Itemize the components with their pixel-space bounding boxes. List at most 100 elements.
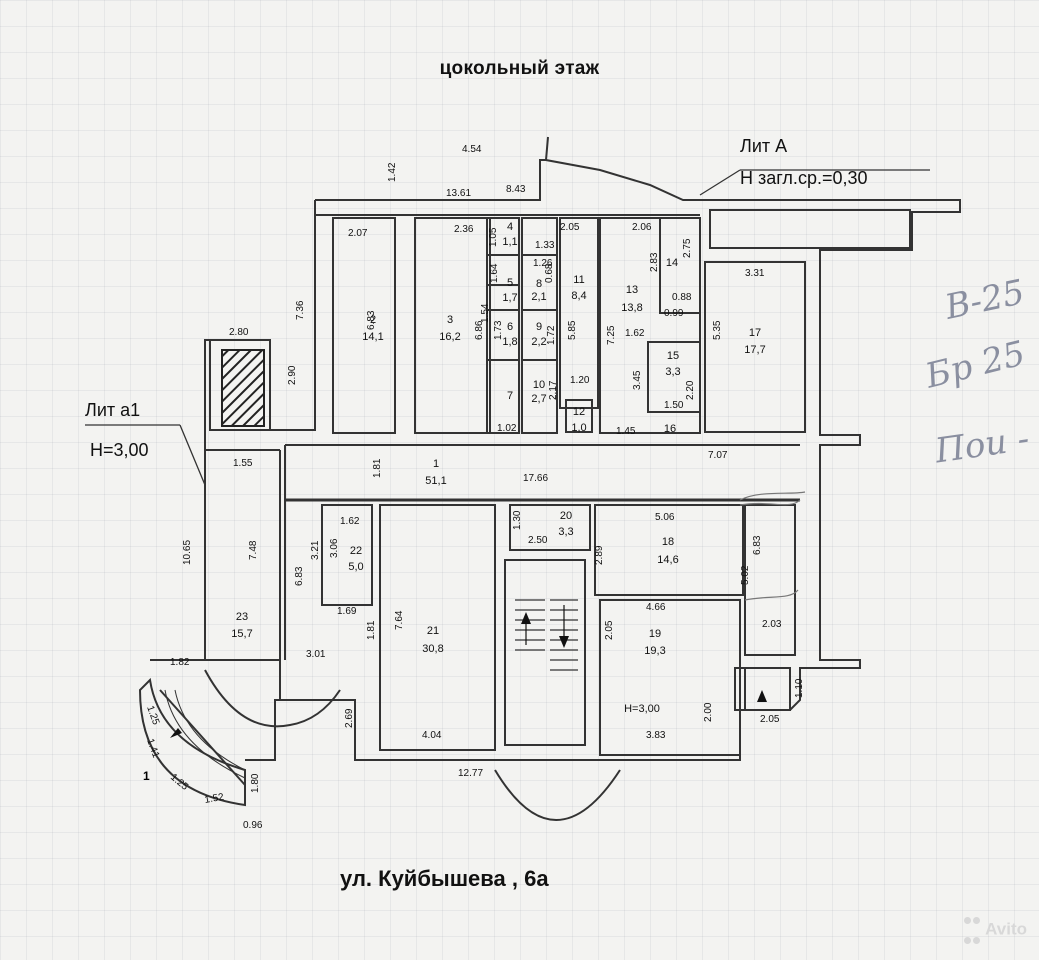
room-2-area: 14,1 [362, 331, 383, 343]
room-17-area: 17,7 [744, 344, 765, 356]
dim: 1.10 [794, 678, 805, 698]
dim: 1.54 [480, 303, 491, 323]
dim: 3.31 [745, 268, 765, 279]
room-8-num: 8 [536, 278, 542, 290]
room-12-num: 12 [573, 406, 585, 418]
dim: 6.83 [752, 535, 763, 555]
dim: 0.99 [664, 308, 684, 319]
room-21-num: 21 [427, 625, 439, 637]
dim: 1.81 [366, 620, 377, 640]
room-5-area: 1,7 [502, 292, 517, 304]
dim: 3.01 [306, 649, 326, 660]
dim: 7.07 [708, 450, 728, 461]
dim: 3.06 [329, 538, 340, 558]
room-3-num: 3 [447, 314, 453, 326]
room-6-area: 1,8 [502, 336, 517, 348]
room-1-area: 51,1 [425, 475, 446, 487]
dim: 1.50 [664, 400, 684, 411]
dim: 2.89 [594, 545, 605, 565]
dim: 1.62 [340, 516, 360, 527]
dim: 1.05 [488, 227, 499, 247]
room-11-num: 11 [573, 274, 584, 286]
room-7-num: 7 [507, 390, 513, 402]
dim: 1.33 [535, 240, 555, 251]
room-11-area: 8,4 [571, 290, 586, 302]
dim: 0.68 [544, 263, 555, 283]
room-22-outline [321, 504, 373, 606]
dim: 10.65 [182, 540, 193, 565]
dim: 7.25 [606, 325, 617, 345]
room-23-num: 23 [236, 611, 248, 623]
dim: 5.85 [567, 320, 578, 340]
dim: 8.43 [506, 184, 526, 195]
dim: 7.48 [248, 540, 259, 560]
dim: 1.80 [250, 773, 261, 793]
room-19-area: 19,3 [644, 645, 665, 657]
dim: 2.05 [760, 714, 780, 725]
room-4-area: 1,1 [502, 236, 517, 248]
watermark: Avito [963, 910, 1027, 950]
room-labels: 2 14,1 3 16,2 4 1,1 5 1,7 6 1,8 7 8 2,1 … [231, 221, 765, 715]
dim: 1.45 [616, 426, 636, 437]
room-3-outline [414, 217, 491, 434]
annex-room-outline [209, 339, 271, 431]
room-20-num: 20 [560, 510, 572, 522]
dim: 7.36 [295, 300, 306, 320]
dim: 1.42 [387, 162, 398, 182]
dim: 1.55 [233, 458, 253, 469]
dim: 6.83 [294, 566, 305, 586]
room-13-area: 13,8 [621, 302, 642, 314]
dim: 1.64 [489, 263, 500, 283]
street-address: ул. Куйбышева , 6а [340, 866, 549, 891]
dim: 1.26 [533, 258, 553, 269]
room-6-num: 6 [507, 321, 513, 333]
room-18-num: 18 [662, 536, 674, 548]
room-2-outline [332, 217, 396, 434]
dim: 12.77 [458, 768, 483, 779]
room-1-num: 1 [433, 458, 439, 470]
room-21-area: 30,8 [422, 643, 443, 655]
dim: 5.02 [740, 565, 751, 585]
dim: 2.03 [762, 619, 782, 630]
room-10-num: 10 [533, 379, 545, 391]
dim: 13.61 [446, 188, 471, 199]
lit-a1-name: Лит а1 [85, 400, 141, 420]
room-5-num: 5 [507, 277, 513, 289]
dim: 1.72 [546, 325, 557, 345]
room-20-area: 3,3 [558, 526, 573, 538]
room-2-num: 2 [370, 314, 376, 326]
room-22-area: 5,0 [348, 561, 363, 573]
room-10-area: 2,7 [531, 393, 546, 405]
dim: 2.69 [344, 708, 355, 728]
room-13-outline [599, 217, 701, 434]
room-17-outline [704, 261, 806, 433]
room-17-num: 17 [749, 327, 761, 339]
room-14-num: 14 [666, 257, 678, 269]
room-15-area: 3,3 [665, 366, 680, 378]
room-8-area: 2,1 [531, 291, 546, 303]
dim: 3.21 [310, 540, 321, 560]
room-12-area: 1,0 [571, 422, 586, 434]
room-20-outline [509, 504, 591, 551]
dim: 7.64 [394, 610, 405, 630]
dim: 4.04 [422, 730, 442, 741]
dim: 1.69 [337, 606, 357, 617]
dim: 2.05 [560, 222, 580, 233]
room-3-area: 16,2 [439, 331, 460, 343]
dim: 1.82 [170, 657, 190, 668]
plan-title: цокольный этаж [439, 58, 600, 79]
dim: 2.90 [287, 365, 298, 385]
room-23-area: 15,7 [231, 628, 252, 640]
dim: 0.96 [243, 820, 263, 831]
dim: 1.25 [168, 772, 190, 793]
dim: 1.62 [625, 328, 645, 339]
room-15-outline [647, 341, 701, 413]
room-13-num: 13 [626, 284, 638, 296]
dim: 2.00 [703, 702, 714, 722]
room-4-num: 4 [507, 221, 513, 233]
dim: 1.81 [372, 458, 383, 478]
dim: 6.83 [366, 310, 377, 330]
dimension-labels: 4.54 1.42 13.61 8.43 2.07 7.36 6.83 2.36… [144, 144, 805, 831]
